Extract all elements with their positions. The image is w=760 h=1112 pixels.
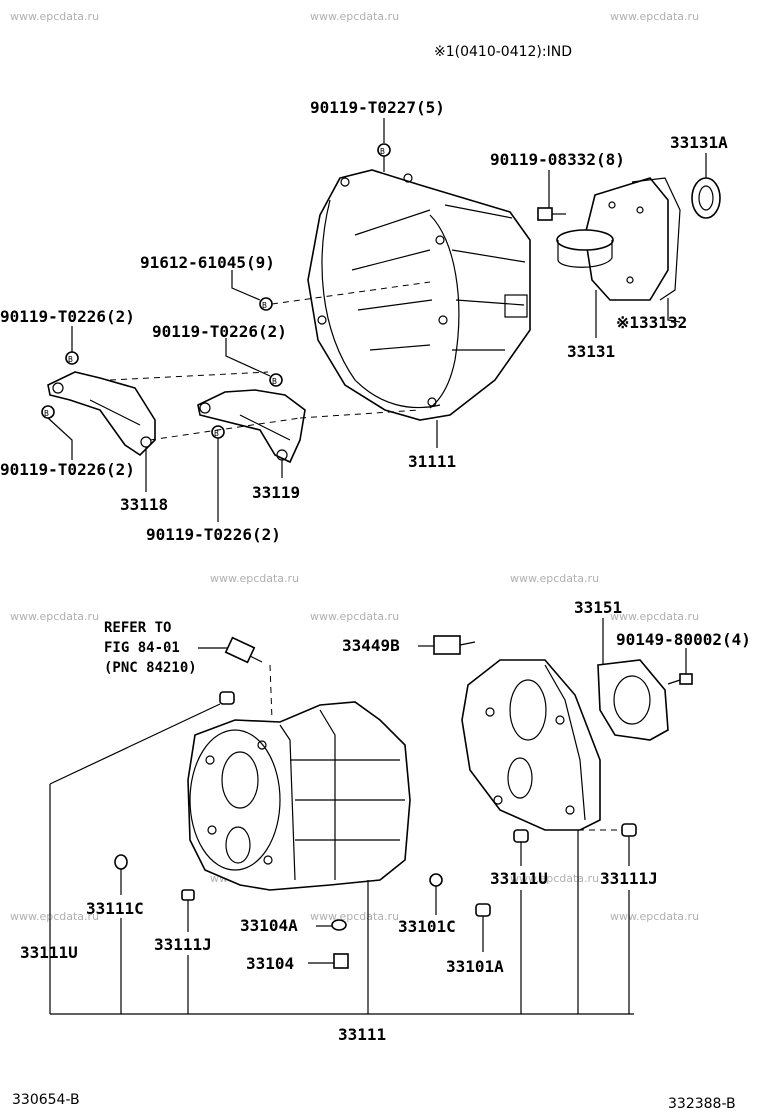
label-33111J-right: 33111J [600,869,658,888]
plug-33111C [114,854,128,870]
watermark: www.epcdata.ru [10,610,99,623]
bolt-90119-08332 [537,207,566,221]
watermark: www.epcdata.ru [310,910,399,923]
label-90119-T0226-bottom: 90119-T0226(2) [146,525,281,544]
pin-33111J-left [181,889,195,901]
watermark: www.epcdata.ru [510,572,599,585]
watermark: www.epcdata.ru [10,910,99,923]
label-33104A: 33104A [240,916,298,935]
bolt-mark: B [44,409,49,418]
label-91612-61045: 91612-61045(9) [140,253,275,272]
label-33118: 33118 [120,495,168,514]
plug-33111U-right [513,829,529,843]
cover-33151 [597,659,669,741]
label-33111: 33111 [338,1025,386,1044]
bolt-mark: B [380,147,385,156]
refer-to-line1: REFER TO [104,620,171,636]
label-33151: 33151 [574,598,622,617]
plug-33111U-left [219,691,235,705]
watermark: www.epcdata.ru [510,872,599,885]
part-33104A [331,919,347,931]
footer-right-code: 332388-B [668,1096,736,1112]
label-33111J-left: 33111J [154,935,212,954]
bolt-90119-T0226-left-bottom: B [41,405,55,419]
label-33111C: 33111C [86,899,144,918]
label-133132: ※133132 [616,313,687,332]
label-90119-T0227: 90119-T0227(5) [310,98,445,117]
label-90149-80002: 90149-80002(4) [616,630,751,649]
refer-to-line3: (PNC 84210) [104,660,197,676]
label-90119-T0226-left-top: 90119-T0226(2) [0,307,135,326]
transmission-case-33111 [187,701,411,891]
bolt-90119-T0226-bottom: B [211,425,225,439]
watermark: www.epcdata.ru [310,610,399,623]
front-cover-33131 [556,177,681,301]
part-33101C [429,873,443,887]
bracket-33118 [47,371,156,457]
applicability-note: ※1(0410-0412):IND [434,44,572,60]
oil-seal-33131A [691,177,721,219]
label-33131: 33131 [567,342,615,361]
label-90119-08332: 90119-08332(8) [490,150,625,169]
watermark: www.epcdata.ru [10,10,99,23]
refer-to-line2: FIG 84-01 [104,640,180,656]
watermark: www.epcdata.ru [210,572,299,585]
speed-sensor-part [224,636,263,664]
label-31111: 31111 [408,452,456,471]
watermark: www.epcdata.ru [610,610,699,623]
label-33111U-left: 33111U [20,943,78,962]
label-33101C: 33101C [398,917,456,936]
bracket-33119 [197,389,306,464]
label-33111U-right: 33111U [490,869,548,888]
label-33119: 33119 [252,483,300,502]
bolt-90119-T0226-mid: B [269,373,283,387]
bolt-90119-T0226-left-top: B [65,351,79,365]
bolt-mark: B [68,355,73,364]
label-33101A: 33101A [446,957,504,976]
watermark: www.epcdata.ru [610,10,699,23]
bolt-mark: B [272,377,277,386]
bell-housing-31111 [307,169,531,421]
bolt-mark: B [262,301,267,310]
label-33104: 33104 [246,954,294,973]
label-90119-T0226-mid: 90119-T0226(2) [152,322,287,341]
label-33131A: 33131A [670,133,728,152]
adapter-plate-33111-right [461,659,601,831]
bolt-90119-T0227: B [377,143,391,157]
part-33104 [333,953,349,969]
bolt-mark: B [214,429,219,438]
footer-left-code: 330654-B [12,1092,80,1108]
part-33101A [475,903,491,917]
bolt-90149-80002 [667,673,693,685]
label-90119-T0226-left-bottom: 90119-T0226(2) [0,460,135,479]
watermark: www.epcdata.ru [610,910,699,923]
watermark: www.epcdata.ru [310,10,399,23]
pin-33111J-right [621,823,637,837]
part-33449B [433,635,476,655]
label-33449B: 33449B [342,636,400,655]
bolt-91612-61045: B [259,297,273,311]
